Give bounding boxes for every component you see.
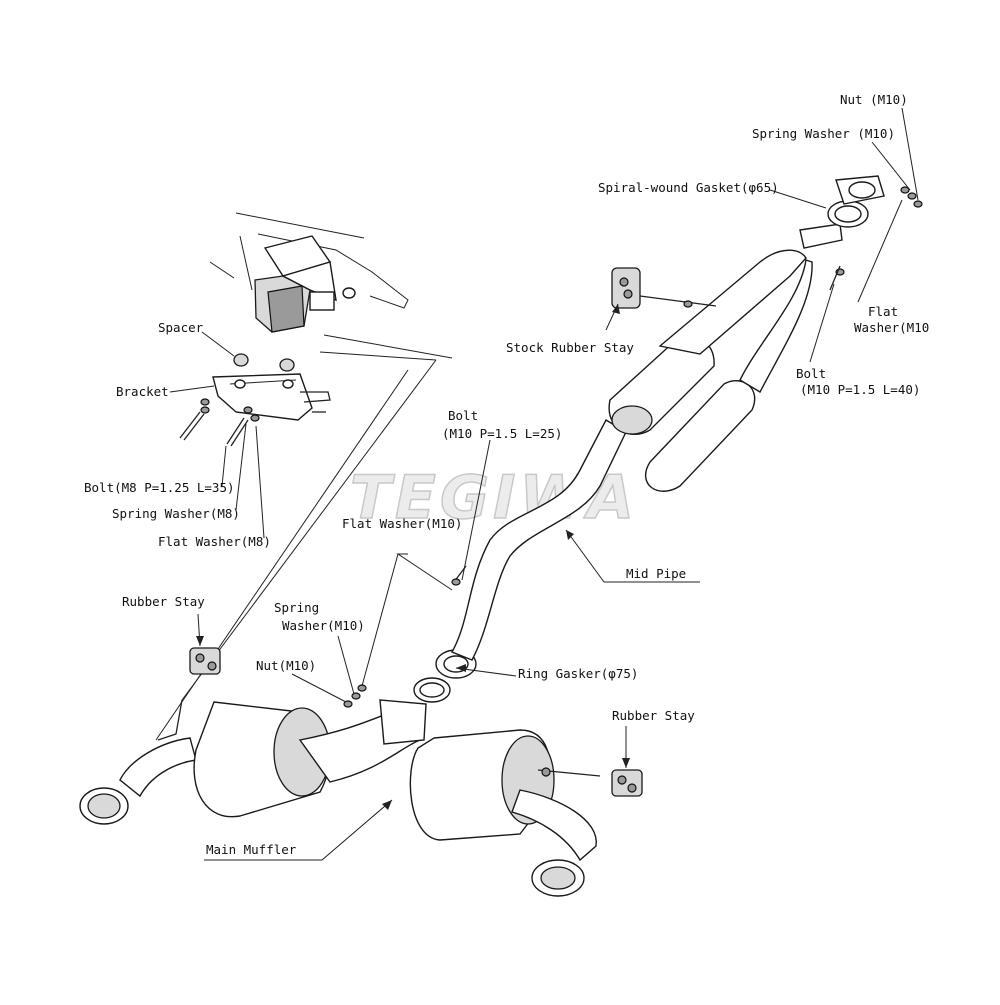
label-nut-m10-left: Nut(M10) (256, 658, 316, 673)
label-flat-washer-right-line1: Flat (868, 304, 898, 319)
spiral-gasket-part (827, 175, 923, 291)
label-main-muffler: Main Muffler (206, 842, 297, 857)
label-bolt-center-line2: (M10 P=1.5 L=25) (442, 426, 562, 441)
bracket-part (212, 373, 331, 421)
arrow-heads (196, 304, 630, 810)
label-spring-washer-m8: Spring Washer(M8) (112, 506, 240, 521)
label-flat-washer-right-line2: Washer(M10 (854, 320, 929, 335)
labels: Nut (M10) Spring Washer (M10) Spiral-wou… (84, 92, 929, 857)
label-bolt-right-line2: (M10 P=1.5 L=40) (800, 382, 920, 397)
rubber-stay-right-part (611, 769, 643, 797)
label-bolt-right-line1: Bolt (796, 366, 826, 381)
label-stock-rubber-stay: Stock Rubber Stay (506, 340, 634, 355)
label-bracket: Bracket (116, 384, 169, 399)
label-rubber-stay-left: Rubber Stay (122, 594, 205, 609)
label-rubber-stay-right: Rubber Stay (612, 708, 695, 723)
chassis-outline (155, 212, 453, 741)
label-flat-washer-center: Flat Washer(M10) (342, 516, 462, 531)
leader-lines (169, 107, 919, 861)
label-nut-m10-top: Nut (M10) (840, 92, 908, 107)
label-spring-washer-left-line2: Washer(M10) (282, 618, 365, 633)
label-spacer: Spacer (158, 320, 204, 335)
label-spring-washer-left-line1: Spring (274, 600, 319, 615)
spacers (233, 353, 295, 372)
label-bolt-m8: Bolt(M8 P=1.25 L=35) (84, 480, 235, 495)
rubber-stay-left-part (157, 647, 221, 741)
label-mid-pipe: Mid Pipe (626, 566, 686, 581)
mid-pipe-part (450, 223, 843, 661)
label-spring-washer-m10-top: Spring Washer (M10) (752, 126, 895, 141)
stock-rubber-stay-part (611, 267, 717, 309)
main-muffler-part (79, 699, 601, 897)
label-spiral-wound-gasket: Spiral-wound Gasket(φ65) (598, 180, 779, 195)
label-bolt-center-line1: Bolt (448, 408, 478, 423)
label-ring-gasket: Ring Gasker(φ75) (518, 666, 638, 681)
bracket-bolts (179, 398, 260, 447)
label-flat-washer-m8: Flat Washer(M8) (158, 534, 271, 549)
hanger-block (254, 235, 337, 333)
